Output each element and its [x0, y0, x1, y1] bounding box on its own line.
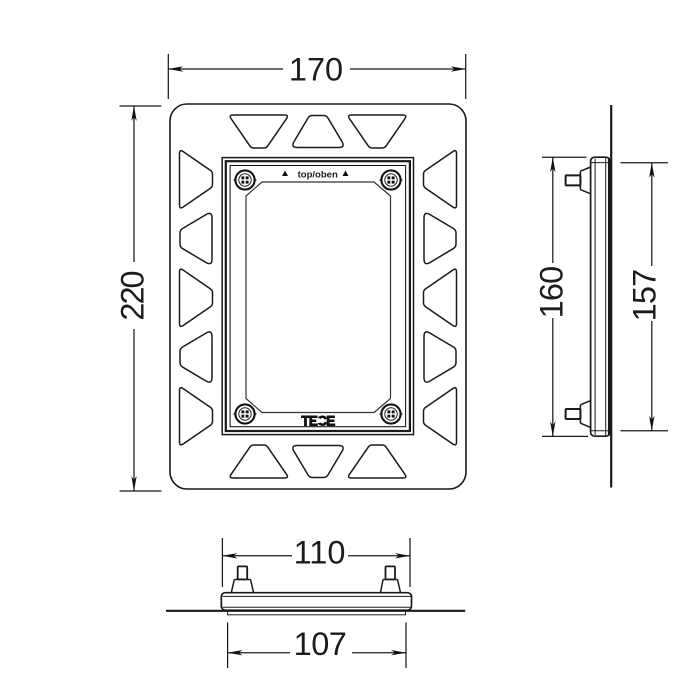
- svg-text:110: 110: [294, 535, 346, 571]
- svg-text:160: 160: [534, 267, 570, 319]
- svg-text:top/oben: top/oben: [298, 170, 338, 181]
- svg-text:157: 157: [627, 270, 663, 322]
- svg-text:220: 220: [115, 271, 151, 320]
- svg-text:170: 170: [289, 52, 343, 88]
- svg-text:107: 107: [294, 626, 347, 662]
